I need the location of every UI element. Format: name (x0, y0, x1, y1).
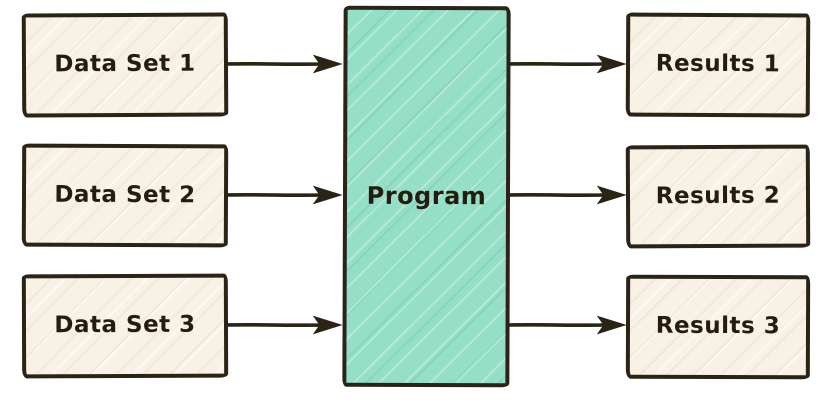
results-3-label: Results 3 (655, 312, 781, 340)
results-2-label: Results 2 (655, 182, 781, 209)
arrow-dataset2-to-program (224, 185, 343, 205)
data-set-2-label: Data Set 2 (54, 181, 196, 208)
data-set-1-node: Data Set 1 (21, 12, 229, 118)
results-3-node: Results 3 (625, 274, 811, 380)
data-set-1-label: Data Set 1 (54, 50, 196, 78)
results-1-label: Results 1 (655, 50, 781, 78)
arrow-program-to-results2 (506, 185, 627, 205)
arrow-dataset1-to-program (224, 54, 343, 74)
arrow-dataset3-to-program (224, 315, 343, 335)
results-2-node: Results 2 (625, 144, 811, 249)
program-label: Program (366, 181, 487, 210)
data-set-2-node: Data Set 2 (21, 143, 229, 248)
arrow-program-to-results1 (506, 54, 627, 74)
program-node: Program (342, 5, 511, 388)
results-1-node: Results 1 (625, 12, 811, 118)
data-set-3-node: Data Set 3 (21, 273, 229, 379)
data-set-3-label: Data Set 3 (54, 311, 196, 339)
arrow-program-to-results3 (506, 315, 627, 335)
